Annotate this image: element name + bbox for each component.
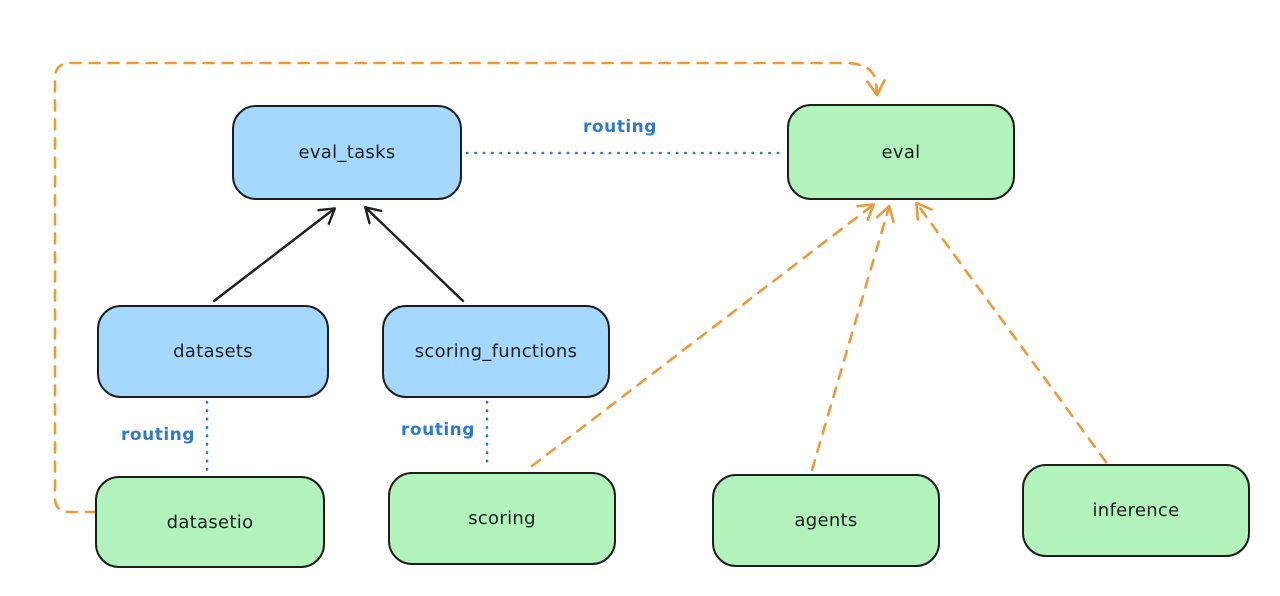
edge-label-routing-scoring-functions-scoring: routing: [401, 420, 475, 440]
node-scoring-functions[interactable]: scoring_functions: [382, 305, 610, 398]
edge-datasets-to-eval-tasks: [212, 207, 336, 303]
node-agents[interactable]: agents: [712, 474, 940, 567]
edge-label-routing-datasets-datasetio: routing: [121, 425, 195, 445]
node-datasets[interactable]: datasets: [97, 305, 329, 398]
node-inference-label: inference: [1092, 500, 1180, 521]
node-datasetio[interactable]: datasetio: [95, 476, 325, 568]
node-scoring-label: scoring: [468, 508, 536, 529]
edge-label-routing-eval-tasks-eval: routing: [583, 117, 657, 137]
node-datasets-label: datasets: [173, 341, 253, 362]
edge-scoring-to-eval: [530, 203, 876, 468]
node-agents-label: agents: [794, 510, 858, 531]
edge-agents-to-eval: [810, 204, 895, 472]
edge-inference-to-eval: [915, 201, 1108, 464]
edge-datasetio-to-eval: [53, 61, 886, 514]
node-scoring-functions-label: scoring_functions: [414, 341, 578, 362]
node-scoring[interactable]: scoring: [388, 472, 616, 565]
node-eval-tasks[interactable]: eval_tasks: [232, 105, 462, 200]
node-inference[interactable]: inference: [1022, 464, 1250, 557]
node-eval-label: eval: [881, 141, 921, 163]
node-datasetio-label: datasetio: [166, 511, 254, 533]
node-eval[interactable]: eval: [787, 104, 1015, 200]
node-eval-tasks-label: eval_tasks: [298, 142, 396, 163]
edge-scoring-functions-to-eval-tasks: [364, 206, 465, 303]
